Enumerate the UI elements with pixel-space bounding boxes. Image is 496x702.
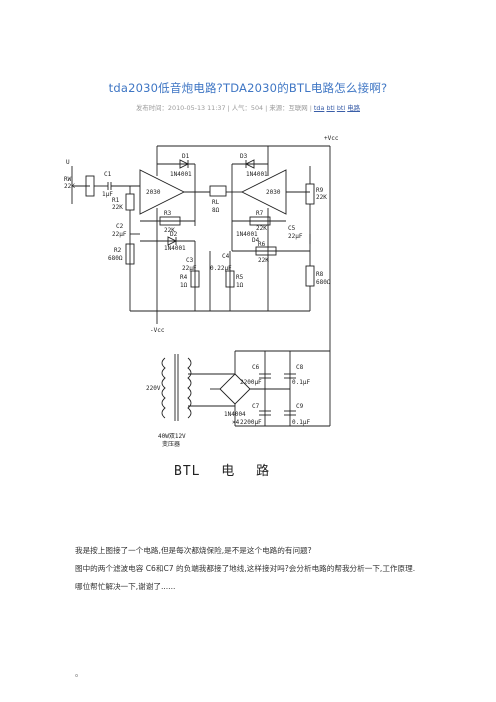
label-r9: R9 <box>316 187 324 194</box>
body-line-2: 图中的两个滤波电容 C6和C7 的负端我都接了地线,这样接对吗?会分析电路的帮我… <box>75 564 416 573</box>
label-rw: RW <box>64 176 72 183</box>
label-transformer-2: 变压器 <box>162 440 180 448</box>
label-c1: C1 <box>104 171 112 178</box>
btl-schematic: +Vcc -Vcc U RW 22K C1 1μF R1 22K C2 22μF… <box>64 135 339 448</box>
label-d3-val: 1N4001 <box>246 171 268 178</box>
label-c7: C7 <box>252 403 260 410</box>
label-mains: 220V <box>146 385 161 392</box>
label-r1-val: 22K <box>112 204 123 211</box>
label-d4: D4 <box>252 237 260 244</box>
label-r5-val: 1Ω <box>236 282 244 289</box>
label-r4-val: 1Ω <box>180 282 188 289</box>
label-c4-val: 0.22μF <box>210 265 232 272</box>
label-c6: C6 <box>252 364 260 371</box>
label-ic1: 2030 <box>146 189 161 196</box>
label-c5: C5 <box>288 225 296 232</box>
label-d1-val: 1N4001 <box>170 171 192 178</box>
label-c1-val: 1μF <box>102 191 113 198</box>
label-rl-val: 8Ω <box>212 207 220 214</box>
label-bridge: 1N4004 <box>224 411 246 418</box>
label-rl: RL <box>212 199 220 206</box>
label-d1: D1 <box>182 153 190 160</box>
label-c8-val: 0.1μF <box>292 379 310 386</box>
label-d2: D2 <box>170 231 178 238</box>
label-c9: C9 <box>296 403 304 410</box>
label-r3: R3 <box>164 210 172 217</box>
label-c8: C8 <box>296 364 304 371</box>
label-r8-val: 680Ω <box>316 279 331 286</box>
trailing-mark: 。 <box>75 669 83 678</box>
schematic-caption: BTL 电 路 <box>174 464 271 479</box>
meta-tag-2[interactable]: btl <box>326 104 335 112</box>
label-r7-val: 22K <box>256 225 267 232</box>
label-ic2: 2030 <box>266 189 281 196</box>
article-meta: 发布时间：2010-05-13 11:37 | 人气：504 | 来源：互联网 … <box>0 103 496 112</box>
label-d4-val: 1N4001 <box>236 231 258 238</box>
label-r9-val: 22K <box>316 194 327 201</box>
label-r6-val: 22K <box>258 257 269 264</box>
article-title: tda2030低音炮电路?TDA2030的BTL电路怎么接啊? <box>108 81 388 95</box>
label-r2: R2 <box>114 247 122 254</box>
label-c7-val: 2200μF <box>240 419 262 426</box>
label-rw-val: 22K <box>64 183 75 190</box>
body-line-1: 我是按上图接了一个电路,但是每次都烧保险,是不是这个电路的有问题? <box>75 546 312 555</box>
label-c2-val: 22μF <box>112 231 127 238</box>
meta-tag-4[interactable]: 电路 <box>347 104 360 112</box>
label-d2-val: 1N4001 <box>164 245 186 252</box>
label-r6: R6 <box>258 241 266 248</box>
article-body: 我是按上图接了一个电路,但是每次都烧保险,是不是这个电路的有问题? 图中的两个滤… <box>75 542 427 596</box>
label-c5-val: 22μF <box>288 233 303 240</box>
label-r7: R7 <box>256 210 264 217</box>
label-r3-val: 22K <box>164 227 175 234</box>
label-r5: R5 <box>236 274 244 281</box>
label-bridge-count: ×4 <box>232 419 240 426</box>
label-c3-val: 22μF <box>182 265 197 272</box>
label-c3: C3 <box>186 257 194 264</box>
label-r2-val: 680Ω <box>108 255 123 262</box>
label-c2: C2 <box>116 223 124 230</box>
label-r8: R8 <box>316 271 324 278</box>
meta-tag-1[interactable]: tda <box>313 104 325 112</box>
meta-tag-3[interactable]: btl <box>336 104 346 112</box>
label-vcc-neg: -Vcc <box>150 327 165 334</box>
label-c4: C4 <box>222 253 230 260</box>
label-c6-val: 2200μF <box>240 379 262 386</box>
label-transformer: 40W双12V <box>158 433 186 440</box>
label-r4: R4 <box>180 274 188 281</box>
label-vcc-pos: +Vcc <box>324 135 339 142</box>
label-r1: R1 <box>112 197 120 204</box>
body-line-3: 哪位帮忙解决一下,谢谢了...... <box>75 582 176 591</box>
meta-info: 发布时间：2010-05-13 11:37 | 人气：504 | 来源：互联网 … <box>135 104 312 112</box>
label-c9-val: 0.1μF <box>292 419 310 426</box>
label-d3: D3 <box>240 153 248 160</box>
label-input: U <box>66 159 70 166</box>
